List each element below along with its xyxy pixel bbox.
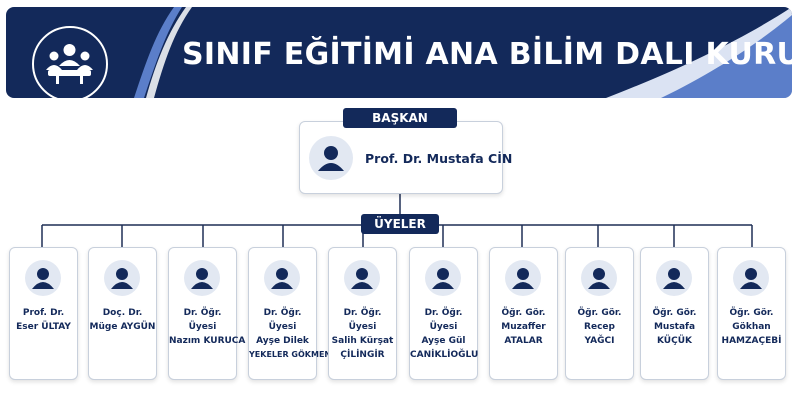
header-banner: SINIF EĞİTİMİ ANA BİLİM DALI KURULU [6,7,792,98]
member-name-line: Üyesi [188,322,217,332]
member-name-line: Öğr. Gör. [729,308,774,318]
member-name-line: Ayşe Gül [421,336,466,346]
member-name-line: Üyesi [268,322,297,332]
person-icon [656,260,692,296]
member-name-line: YAĞCI [584,336,615,346]
page-title: SINIF EĞİTİMİ ANA BİLİM DALI KURULU [182,37,792,72]
member-name-line: Dr. Öğr. [263,308,302,318]
member-name-line: ÇİLİNGİR [340,350,385,360]
person-icon [104,260,140,296]
member-name-line: Gökhan [732,322,771,332]
member-name-line: Dr. Öğr. [183,308,222,318]
member-name-line: Müge AYGÜN [89,322,156,332]
member-name-line: KÜÇÜK [656,336,692,346]
member-name-line: Muzaffer [501,322,546,332]
member-name-line: Üyesi [348,322,377,332]
person-icon [581,260,617,296]
chair-name: Prof. Dr. Mustafa CİN [365,151,513,166]
member-name-line: HAMZAÇEBİ [721,336,782,346]
member-name-line: Eser ÜLTAY [16,322,71,332]
members-label: ÜYELER [361,214,439,234]
member-card: Prof. Dr. Eser ÜLTAY [9,247,78,380]
meeting-group-icon [32,26,108,98]
member-name-line: CANİKLİOĞLU [410,350,479,360]
member-name: Prof. Dr. Eser ÜLTAY [10,306,77,334]
member-name-line: Öğr. Gör. [501,308,546,318]
member-name-line: Dr. Öğr. [343,308,382,318]
member-name-line: Üyesi [429,322,458,332]
member-name-line: Doç. Dr. [102,308,143,318]
person-icon [264,260,300,296]
person-icon [344,260,380,296]
banner-swoosh-decoration [134,7,792,98]
member-name: Doç. Dr. Müge AYGÜN [89,306,156,334]
member-name-line: Nazım KURUCA [169,336,246,346]
member-name-line: Dr. Öğr. [424,308,463,318]
member-card: Doç. Dr. Müge AYGÜN [88,247,157,380]
member-name-line: YEKELER GÖKMEN [249,350,332,359]
person-icon [425,260,461,296]
person-icon [733,260,769,296]
person-icon [505,260,541,296]
member-name-line: Prof. Dr. [22,308,65,318]
person-icon [309,136,353,180]
member-name-line: Salih Kürşat [331,336,394,346]
chair-label: BAŞKAN [343,108,457,128]
member-name-line: Öğr. Gör. [577,308,622,318]
person-icon [25,260,61,296]
member-name-line: Mustafa [653,322,696,332]
member-name-line: Recep [584,322,615,332]
member-name-line: Ayşe Dilek [256,336,309,346]
person-icon [184,260,220,296]
member-name-line: Öğr. Gör. [652,308,697,318]
member-name-line: ATALAR [504,336,543,346]
